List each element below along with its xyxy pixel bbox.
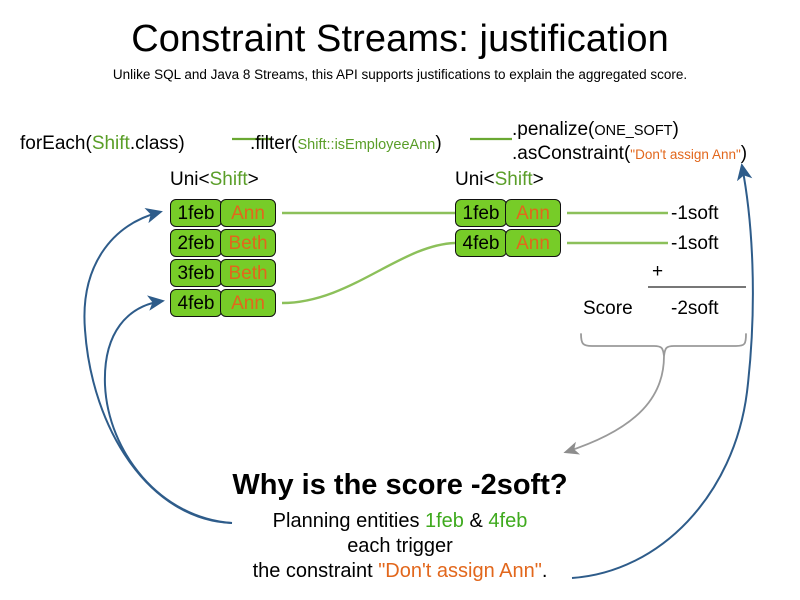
shift-employee: Beth	[220, 259, 276, 287]
sum-operator: +	[652, 261, 664, 282]
foreach-type: Shift	[91, 133, 130, 154]
code-penalize: .penalize(ONE_SOFT)	[512, 118, 679, 143]
impact-value-2: -1soft	[671, 233, 719, 254]
score-total: -2soft	[671, 298, 719, 319]
page-subtitle: Unlike SQL and Java 8 Streams, this API …	[112, 67, 688, 82]
foreach-rest: .class)	[129, 133, 185, 154]
uni-left-type: Shift	[209, 169, 248, 190]
table-row: 3feb Beth	[170, 259, 276, 287]
shift-date: 4feb	[170, 289, 222, 317]
shift-employee: Beth	[220, 229, 276, 257]
table-row: 2feb Beth	[170, 229, 276, 257]
uni-left-prefix: Uni<	[170, 169, 210, 190]
stream-label-left: Uni<Shift>	[170, 168, 259, 191]
table-row: 1feb Ann	[170, 199, 276, 227]
score-brace-tail	[563, 355, 665, 455]
expl-prefix: Planning entities	[272, 510, 425, 532]
code-filter: .filter(Shift::isEmployeeAnn)	[250, 132, 442, 157]
fact-stack-left: 1feb Ann 2feb Beth 3feb Beth 4feb Ann	[170, 199, 276, 319]
explanation-headline: Why is the score -2soft?	[232, 469, 568, 501]
as-constraint-close: )	[740, 143, 748, 164]
explanation-line-3: the constraint "Don't assign Ann".	[0, 559, 800, 584]
sum-rule	[648, 286, 746, 288]
wire-4feb	[281, 241, 456, 305]
uni-right-suffix: >	[532, 169, 544, 190]
shift-employee: Ann	[220, 199, 276, 227]
table-row: 4feb Ann	[455, 229, 561, 257]
table-row: 4feb Ann	[170, 289, 276, 317]
score-brace	[580, 333, 747, 357]
impact-value-1: -1soft	[671, 203, 719, 224]
fact-stack-right: 1feb Ann 4feb Ann	[455, 199, 561, 259]
expl3-prefix: the constraint	[252, 560, 379, 582]
entity-4feb: 4feb	[488, 510, 528, 532]
page-title: Constraint Streams: justification	[131, 18, 669, 60]
shift-date: 2feb	[170, 229, 222, 257]
entity-1feb: 1feb	[425, 510, 464, 532]
penalize-close: )	[672, 119, 679, 140]
uni-right-prefix: Uni<	[455, 169, 495, 190]
shift-employee: Ann	[505, 229, 561, 257]
filter-argument: Shift::isEmployeeAnn	[297, 137, 436, 153]
uni-left-suffix: >	[247, 169, 259, 190]
expl-amp: &	[463, 510, 489, 532]
shift-date: 4feb	[455, 229, 507, 257]
foreach-method: forEach(	[20, 133, 92, 154]
shift-date: 1feb	[455, 199, 507, 227]
table-row: 1feb Ann	[455, 199, 561, 227]
uni-right-type: Shift	[494, 169, 533, 190]
explanation-line-1: Planning entities 1feb & 4feb	[0, 509, 800, 534]
expl3-period: .	[541, 560, 548, 582]
filter-method: .filter(	[250, 133, 298, 154]
shift-employee: Ann	[505, 199, 561, 227]
score-label: Score	[583, 298, 633, 319]
shift-date: 3feb	[170, 259, 222, 287]
shift-employee: Ann	[220, 289, 276, 317]
code-as-constraint: .asConstraint("Don't assign Ann")	[512, 142, 747, 167]
shift-date: 1feb	[170, 199, 222, 227]
as-constraint-argument: "Don't assign Ann"	[630, 147, 741, 162]
constraint-name: "Don't assign Ann"	[378, 560, 542, 582]
penalize-method: .penalize(	[512, 119, 595, 140]
stream-label-right: Uni<Shift>	[455, 168, 544, 191]
as-constraint-method: .asConstraint(	[512, 143, 631, 164]
code-foreach: forEach(Shift.class)	[20, 132, 185, 156]
penalize-argument: ONE_SOFT	[594, 123, 673, 139]
filter-close: )	[435, 133, 442, 154]
explanation-line-2: each trigger	[347, 535, 453, 557]
